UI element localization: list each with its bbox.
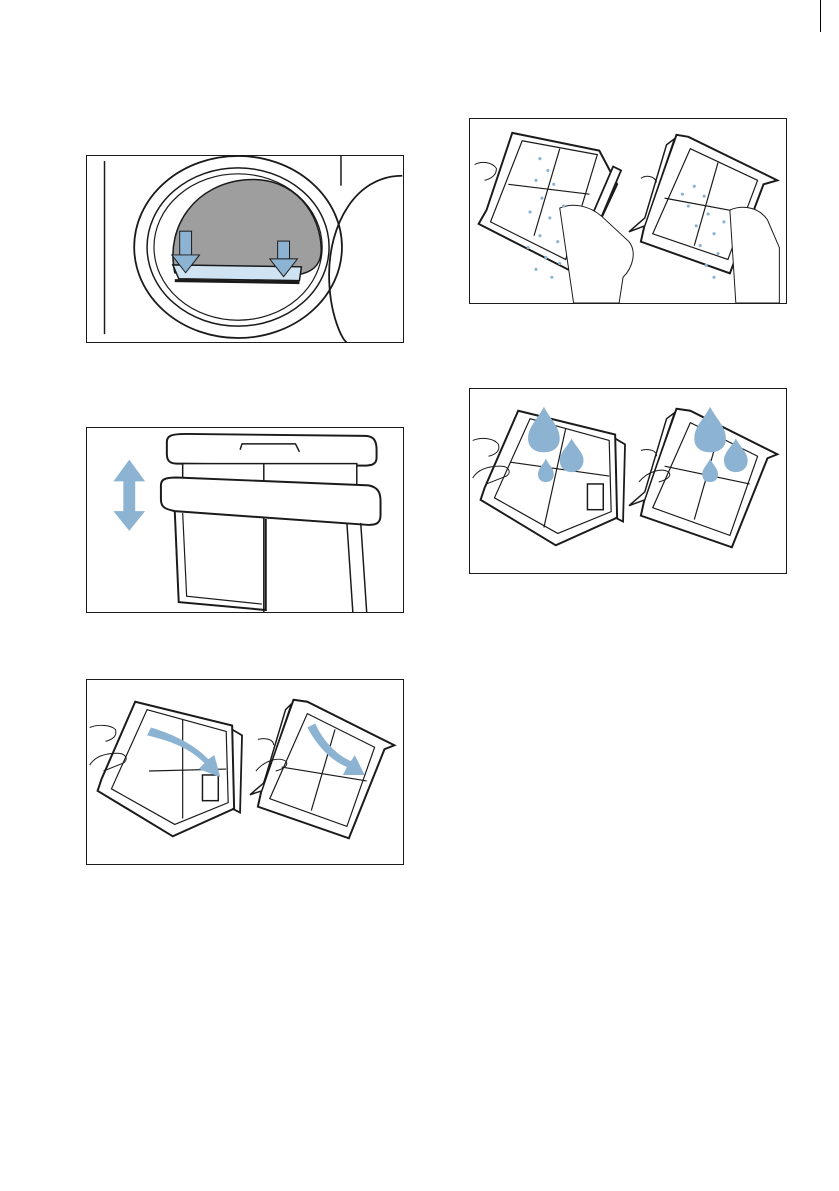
illustration-pull-filter [86,427,404,613]
up-down-arrow-icon [113,460,145,531]
lint-filter-icon [87,428,403,612]
illustration-rinse-filter [469,388,787,574]
illustration-insert-filter [86,155,404,343]
illustration-remove-lint [469,118,787,304]
illustration-open-filter [86,679,404,865]
dryer-door-icon [87,156,403,342]
page-corner-mark [820,0,821,32]
lint-filter-icon [481,409,778,547]
